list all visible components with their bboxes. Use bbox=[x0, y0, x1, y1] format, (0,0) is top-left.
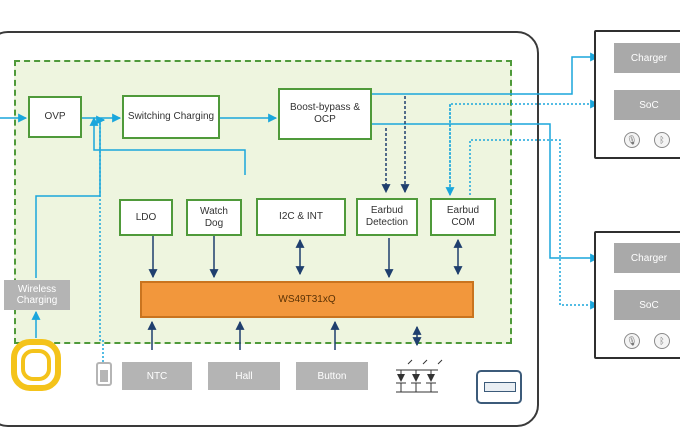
ldo-label: LDO bbox=[135, 211, 157, 223]
earbud-1-soc: SoC bbox=[614, 90, 680, 120]
ovp-label: OVP bbox=[44, 111, 66, 122]
usb-port-icon bbox=[476, 370, 522, 404]
main-chip: WS49T31xQ bbox=[140, 281, 474, 318]
earbud-2-soc: SoC bbox=[614, 290, 680, 320]
watch-dog-label: Watch Dog bbox=[200, 205, 228, 229]
switching-charging-label: Switching Charging bbox=[127, 111, 215, 122]
earbud-1-soc-label: SoC bbox=[639, 99, 659, 111]
earbud-2-soc-label: SoC bbox=[639, 299, 659, 311]
ntc-label: NTC bbox=[146, 370, 168, 382]
earbud-1-charger-label: Charger bbox=[630, 52, 668, 64]
battery-line bbox=[99, 120, 104, 362]
earbud-com-label: Earbud COM bbox=[446, 205, 480, 228]
i2c-int-label: I2C & INT bbox=[279, 211, 323, 222]
boost-to-charger-1 bbox=[372, 52, 600, 95]
bluetooth-icon: ᛒ bbox=[654, 132, 670, 148]
battery-icon bbox=[96, 362, 112, 386]
earbud-com-block: Earbud COM bbox=[430, 198, 496, 236]
ntc-block: NTC bbox=[122, 362, 192, 390]
earbud-detection-block: Earbud Detection bbox=[356, 198, 418, 236]
wireless-charging-block: Wireless Charging bbox=[4, 280, 70, 310]
earbud-2-charger: Charger bbox=[614, 243, 680, 273]
earbud-2-charger-label: Charger bbox=[630, 252, 668, 264]
button-label: Button bbox=[317, 370, 347, 382]
earbud-detection-label: Earbud Detection bbox=[365, 205, 409, 228]
wireless-charging-label: Wireless Charging bbox=[16, 284, 58, 306]
mic-icon: 🎙 bbox=[624, 333, 640, 349]
hall-block: Hall bbox=[208, 362, 280, 390]
earbud-1-charger: Charger bbox=[614, 43, 680, 73]
boost-to-charger-2 bbox=[372, 123, 600, 263]
com-to-soc-1 bbox=[449, 99, 600, 195]
feedback-line bbox=[89, 116, 246, 175]
switching-charging-block: Switching Charging bbox=[122, 95, 220, 139]
button-block: Button bbox=[296, 362, 368, 390]
ldo-block: LDO bbox=[119, 199, 173, 236]
com-to-soc-2 bbox=[469, 139, 600, 310]
chip-label: WS49T31xQ bbox=[278, 294, 336, 305]
boost-bypass-block: Boost-bypass & OCP bbox=[278, 88, 372, 140]
hall-label: Hall bbox=[235, 370, 253, 382]
watch-dog-block: Watch Dog bbox=[186, 199, 242, 236]
ovp-block: OVP bbox=[28, 96, 82, 138]
boost-bypass-label: Boost-bypass & OCP bbox=[289, 102, 361, 125]
bluetooth-icon: ᛒ bbox=[654, 333, 670, 349]
i2c-int-block: I2C & INT bbox=[256, 198, 346, 236]
mic-icon: 🎙 bbox=[624, 132, 640, 148]
